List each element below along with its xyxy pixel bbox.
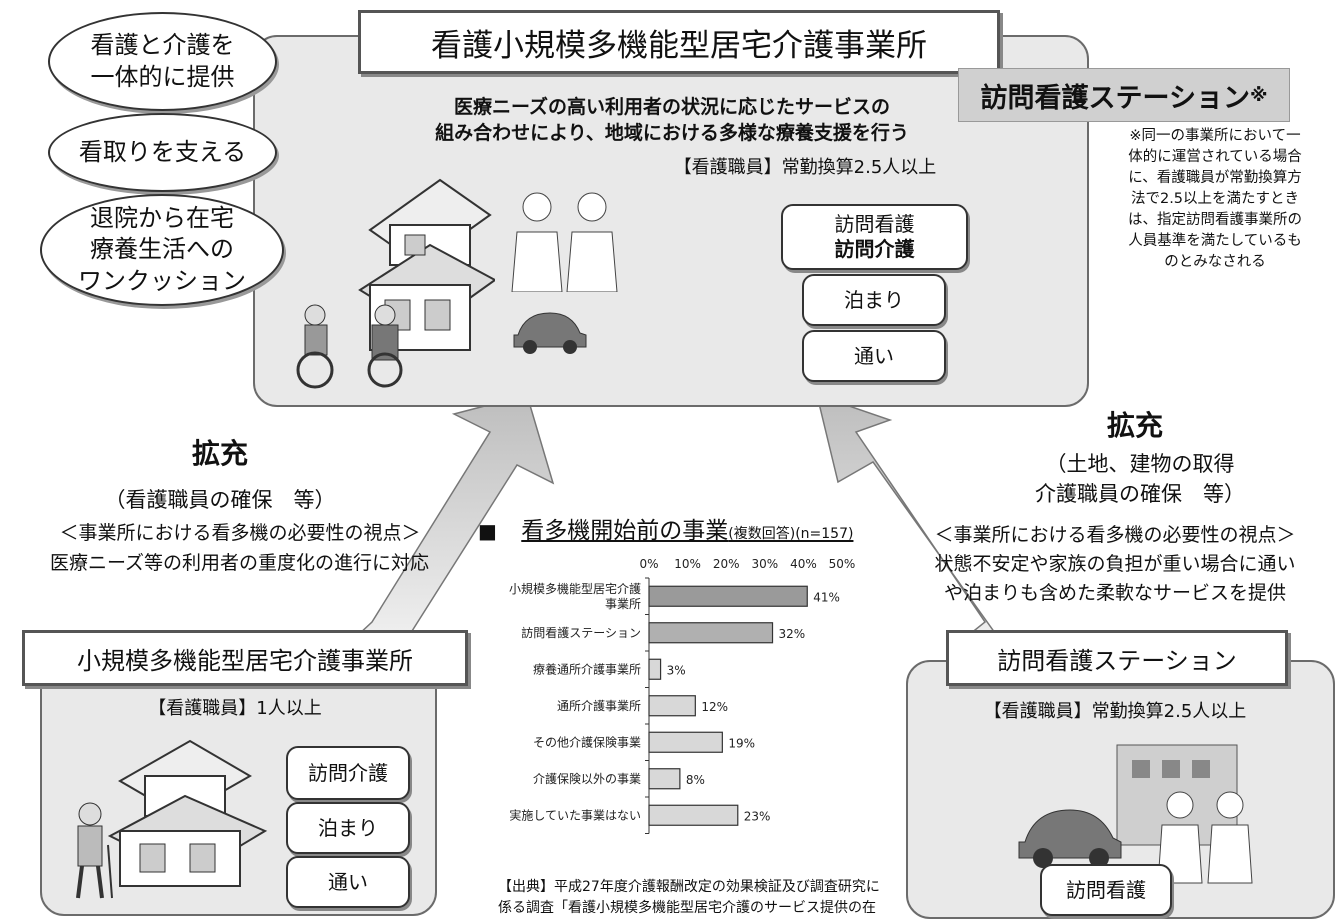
bar — [648, 768, 681, 790]
center-desc-1: 医療ニーズの高い利用者の状況に応じたサービスの — [453, 96, 891, 118]
station-note: ※同一の事業所において一 体的に運営されている場合 に、看護職員が常勤換算方 法… — [1098, 126, 1332, 273]
bottom-left-title: 小規模多機能型居宅介護事業所 — [22, 630, 468, 686]
chart-svg: 0% 10% 20% 30% 40% 50% 小規模多機能型居宅介護事業所 41% 訪問看護ステ… — [509, 557, 856, 834]
nurses-illustration — [511, 192, 618, 292]
bottom-left-title-text: 小規模多機能型居宅介護事業所 — [77, 646, 413, 675]
bottom-left-service-stay: 泊まり — [286, 802, 410, 854]
left-viewpoint-desc: 医療ニーズ等の利用者の重度化の進行に対応 — [49, 552, 430, 574]
note-line: 人員基準を満たしているも — [1128, 233, 1302, 250]
bottom-right-service-visit-nursing: 訪問看護 — [1040, 864, 1172, 916]
bottom-left-service-visit-care: 訪問介護 — [286, 746, 410, 800]
note-line: ※同一の事業所において一 — [1129, 128, 1301, 144]
service-visit-nursing-label: 訪問看護 — [834, 212, 915, 236]
center-staff: 【看護職員】常勤換算2.5人以上 — [673, 157, 937, 178]
right-viewpoint-desc1: 状態不安定や家族の負担が重い場合に通い — [934, 553, 1296, 575]
bar — [648, 731, 723, 753]
right-viewpoint: ＜事業所における看多機の必要性の視点＞ — [934, 524, 1296, 546]
oval-end-of-life-text: 看取りを支える — [78, 137, 247, 166]
bl-stay-label: 泊まり — [318, 815, 378, 840]
chart-title-marker: ■ — [478, 519, 497, 543]
x-tick-label: 20% — [713, 557, 740, 571]
bottom-right-title-text: 訪問看護ステーション — [997, 646, 1237, 675]
category-label: その他介護保険事業 — [533, 734, 641, 749]
chart-title-sub: (複数回答)(n=157) — [728, 526, 854, 542]
bottom-left-staff: 【看護職員】1人以上 — [148, 698, 322, 719]
right-expand-title: 拡充 — [1106, 409, 1163, 442]
bl-day-label: 通い — [328, 869, 368, 894]
oval-end-of-life: 看取りを支える — [48, 113, 277, 192]
station-car-illustration — [1018, 809, 1122, 868]
x-tick-label: 40% — [790, 557, 817, 571]
note-line: 体的に運営されている場合 — [1128, 149, 1302, 166]
oval-integrated-line2: 一体的に提供 — [90, 62, 235, 91]
br-visit-nursing-label: 訪問看護 — [1066, 877, 1146, 902]
chart-title: ■ 看多機開始前の事業(複数回答)(n=157) — [478, 511, 853, 545]
x-tick-label: 30% — [751, 557, 778, 571]
bottom-left-service-day: 通い — [286, 856, 410, 908]
oval-integrated-line1: 看護と介護を — [90, 31, 235, 60]
right-expand-sub1: （土地、建物の取得 — [1045, 452, 1235, 476]
bar-value-label: 32% — [779, 627, 806, 641]
x-tick-label: 0% — [639, 557, 658, 571]
center-service-stay: 泊まり — [802, 274, 946, 326]
category-label: 通所介護事業所 — [557, 698, 641, 713]
right-viewpoint-desc2: や泊まりも含めた柔軟なサービスを提供 — [943, 582, 1286, 604]
car-illustration — [513, 312, 587, 354]
category-label: 実施していた事業はない — [509, 807, 641, 822]
elderly-cane-illustration — [76, 802, 113, 899]
left-expand-sub: （看護職員の確保 等） — [104, 488, 336, 512]
category-label: 小規模多機能型居宅介護 — [509, 581, 641, 596]
x-tick-label: 10% — [674, 557, 701, 571]
bar — [648, 658, 662, 680]
bottom-right-staff: 【看護職員】常勤換算2.5人以上 — [983, 701, 1247, 722]
oval-discharge-transition: 退院から在宅 療養生活への ワンクッション — [40, 194, 284, 306]
category-label: 訪問看護ステーション — [521, 625, 641, 640]
station-badge-mark: ※ — [1249, 84, 1268, 106]
right-expand-sub2: 介護職員の確保 等） — [1035, 482, 1245, 506]
note-line: のとみなされる — [1164, 254, 1266, 271]
oval-discharge-line2: 療養生活への — [90, 235, 234, 264]
source-line-1: 【出典】平成27年度介護報酬改定の効果検証及び調査研究に — [498, 879, 880, 895]
service-stay-label: 泊まり — [844, 287, 904, 312]
note-line: に、看護職員が常勤換算方 — [1128, 170, 1302, 187]
oval-discharge-line1: 退院から在宅 — [90, 204, 234, 233]
note-line: は、指定訪問看護事業所の — [1128, 212, 1302, 229]
center-desc-2: 組み合わせにより、地域における多様な療養支援を行う — [435, 122, 909, 144]
oval-discharge-line3: ワンクッション — [78, 266, 246, 295]
chart-title-text: 看多機開始前の事業(複数回答)(n=157) — [521, 518, 854, 544]
bar-value-label: 12% — [701, 700, 728, 714]
source-line-2: 係る調査「看護小規模多機能型居宅介護のサービス提供の在 — [498, 900, 876, 916]
bar-value-label: 19% — [728, 736, 755, 750]
left-viewpoint: ＜事業所における看多機の必要性の視点＞ — [59, 522, 421, 544]
bar-value-label: 23% — [744, 809, 771, 823]
service-visit-care-label: 訪問介護 — [834, 237, 915, 261]
left-expand-title: 拡充 — [191, 437, 248, 470]
bar-value-label: 41% — [813, 590, 840, 604]
bar-value-label: 3% — [667, 663, 686, 677]
category-label: 介護保険以外の事業 — [533, 771, 641, 786]
station-badge-text: 訪問看護ステーション — [980, 82, 1250, 114]
category-label: 療養通所介護事業所 — [533, 661, 641, 676]
bar — [648, 622, 774, 644]
center-service-day: 通い — [802, 330, 946, 382]
oval-integrated-care: 看護と介護を 一体的に提供 — [48, 12, 277, 111]
x-tick-label: 50% — [829, 557, 856, 571]
bar — [648, 804, 739, 826]
note-line: 法で2.5以上を満たすとき — [1130, 191, 1300, 208]
bar — [648, 585, 808, 607]
bl-visit-care-label: 訪問介護 — [308, 760, 388, 785]
center-title-text: 看護小規模多機能型居宅介護事業所 — [431, 27, 927, 64]
category-label: 事業所 — [605, 597, 641, 611]
wheelchair-people-illustration — [296, 304, 403, 389]
bottom-left-house-illustration — [107, 739, 268, 887]
center-title: 看護小規模多機能型居宅介護事業所 — [358, 10, 1000, 74]
bar — [648, 695, 696, 717]
center-service-visit-nursing: 訪問看護 訪問介護 — [781, 204, 968, 270]
bottom-right-title: 訪問看護ステーション — [946, 630, 1288, 686]
bar-value-label: 8% — [686, 773, 705, 787]
service-day-label: 通い — [854, 343, 894, 368]
station-badge: 訪問看護ステーション※ — [958, 68, 1290, 122]
